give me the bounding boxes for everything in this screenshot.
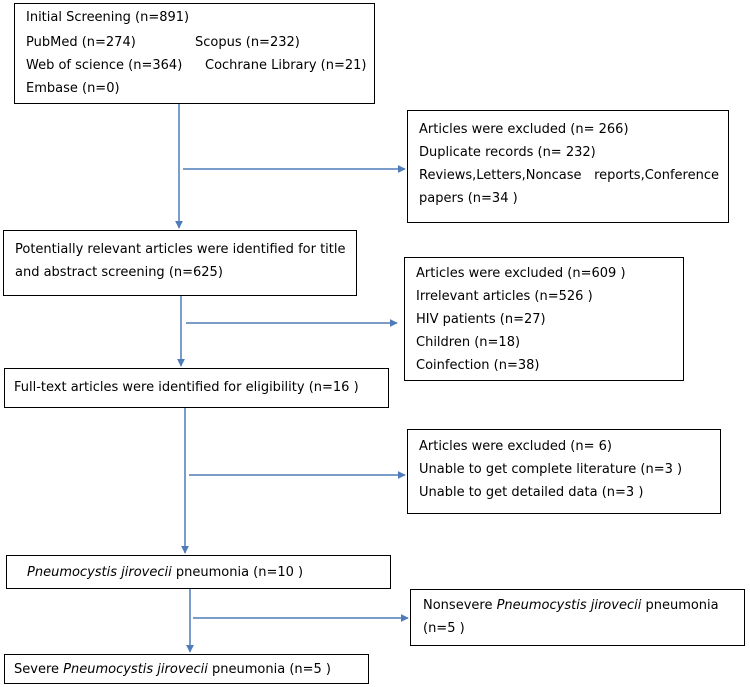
initial-screening-box: Initial Screening (n=891) PubMed (n=274)… (14, 3, 375, 104)
excluded-6-title: Articles were excluded (n= 6) (419, 439, 612, 454)
cochrane-count: Cochrane Library (n=21) (205, 58, 367, 73)
severe-count: pneumonia (n=5 ) (207, 662, 331, 677)
hiv-patients: HIV patients (n=27) (416, 312, 546, 327)
pubmed-count: PubMed (n=274) (26, 35, 136, 50)
nonsevere-line1: Nonsevere Pneumocystis jirovecii pneumon… (423, 594, 719, 617)
potentially-relevant-box: Potentially relevant articles were ident… (3, 230, 357, 296)
severe-prefix: Severe (14, 662, 64, 677)
nonsevere-organism: Pneumocystis jirovecii (496, 598, 642, 613)
full-text-box: Full-text articles were identified for e… (4, 368, 389, 408)
pjp-organism: Pneumocystis jirovecii (27, 565, 172, 580)
excluded-266-box: Articles were excluded (n= 266) Duplicat… (407, 110, 729, 223)
nonsevere-count: (n=5 ) (423, 621, 465, 636)
full-text-label: Full-text articles were identified for e… (14, 380, 359, 395)
nonsevere-prefix: Nonsevere (423, 598, 497, 613)
scopus-count: Scopus (n=232) (195, 35, 300, 50)
nonsevere-box: Nonsevere Pneumocystis jirovecii pneumon… (410, 589, 745, 646)
severe-organism: Pneumocystis jirovecii (63, 662, 208, 677)
pjp-count: pneumonia (n=10 ) (171, 565, 304, 580)
pjp-box: Pneumocystis jirovecii pneumonia (n=10 ) (6, 555, 391, 589)
nonsevere-suffix: pneumonia (641, 598, 719, 613)
excluded-609-title: Articles were excluded (n=609 ) (416, 266, 626, 281)
excluded-266-title: Articles were excluded (n= 266) (419, 122, 629, 137)
irrelevant-articles: Irrelevant articles (n=526 ) (416, 289, 593, 304)
severe-label: Severe Pneumocystis jirovecii pneumonia … (14, 658, 331, 681)
severe-box: Severe Pneumocystis jirovecii pneumonia … (4, 654, 369, 684)
excluded-6-box: Articles were excluded (n= 6) Unable to … (407, 429, 721, 514)
potentially-relevant-line1: Potentially relevant articles were ident… (15, 242, 346, 257)
web-of-science-count: Web of science (n=364) (26, 58, 183, 73)
conference-papers-count: papers (n=34 ) (419, 191, 518, 206)
coinfection-count: Coinfection (n=38) (416, 358, 540, 373)
duplicate-records: Duplicate records (n= 232) (419, 145, 596, 160)
initial-screening-title: Initial Screening (n=891) (26, 10, 190, 25)
pjp-label: Pneumocystis jirovecii pneumonia (n=10 ) (27, 561, 303, 584)
children-count: Children (n=18) (416, 335, 521, 350)
embase-count: Embase (n=0) (26, 81, 120, 96)
potentially-relevant-line2: and abstract screening (n=625) (15, 265, 223, 280)
excluded-609-box: Articles were excluded (n=609 ) Irreleva… (404, 257, 684, 381)
reviews-letters-line: Reviews,Letters,Noncase reports,Conferen… (419, 168, 719, 183)
unable-detailed-data: Unable to get detailed data (n=3 ) (419, 485, 644, 500)
unable-complete-literature: Unable to get complete literature (n=3 ) (419, 462, 683, 477)
